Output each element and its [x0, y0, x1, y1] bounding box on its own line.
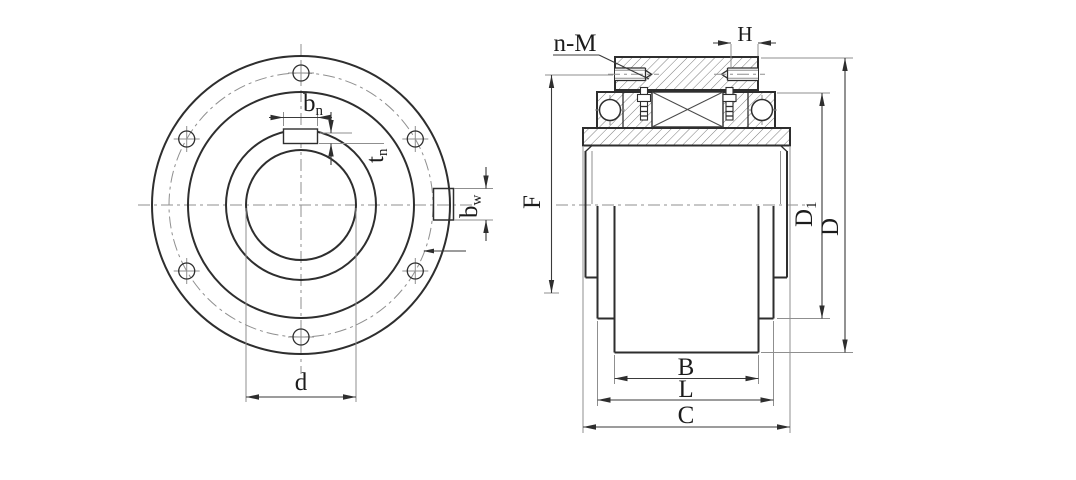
dim-H: H [713, 22, 776, 67]
callout-nM: n-M [553, 30, 650, 80]
keyway-notch [282, 128, 319, 145]
flange-inner-circle [187, 91, 415, 319]
bolt-hole [173, 126, 200, 152]
dim-label-L: L [678, 376, 693, 403]
dim-label-B: B [678, 354, 695, 381]
dim-label-bn: bn [303, 90, 324, 119]
dim-label-tn: tn [362, 148, 391, 163]
dim-bn: bn [269, 90, 332, 126]
ball-left [595, 95, 625, 125]
bore-circle [245, 149, 357, 261]
dim-label-D1: D1 [791, 201, 820, 227]
flange-outer-circle [151, 55, 451, 355]
inner-ring-bore [651, 91, 724, 128]
tapped-hole-left [608, 67, 659, 82]
label-nM: n-M [553, 30, 596, 57]
dim-label-D: D [817, 218, 844, 236]
dim-B: B [614, 354, 759, 384]
bolt-holes [173, 60, 429, 350]
tapped-hole-right [714, 67, 765, 82]
barrel-profile [584, 145, 788, 354]
bolt-hole [402, 126, 429, 152]
dim-label-C: C [678, 402, 695, 429]
bolt-hole [402, 258, 429, 284]
dim-F: F [519, 74, 613, 294]
bolt-hole [288, 60, 314, 86]
dim-label-d: d [295, 369, 308, 396]
set-screw-left [636, 86, 652, 121]
stop-slot [432, 187, 455, 221]
bolt-hole [173, 258, 200, 284]
ball-right [747, 95, 777, 125]
dim-tn: tn [319, 112, 391, 165]
dim-label-H: H [737, 22, 752, 46]
set-screw-right [722, 86, 737, 121]
dim-C: C [582, 147, 791, 433]
dim-L: L [597, 321, 774, 406]
dim-D1: D1 [777, 92, 830, 319]
dim-bw: bw [454, 167, 493, 241]
front-view: d bn tn bw [138, 44, 493, 402]
flange-disc-section [583, 128, 790, 146]
dim-label-bw: bw [456, 195, 485, 219]
side-view: n-M H F [519, 22, 853, 433]
bolt-hole [288, 324, 314, 350]
bolt-circle-leader [423, 248, 466, 254]
dim-label-F: F [519, 195, 546, 209]
dim-D: D [761, 57, 853, 353]
dim-d: d [245, 208, 357, 402]
